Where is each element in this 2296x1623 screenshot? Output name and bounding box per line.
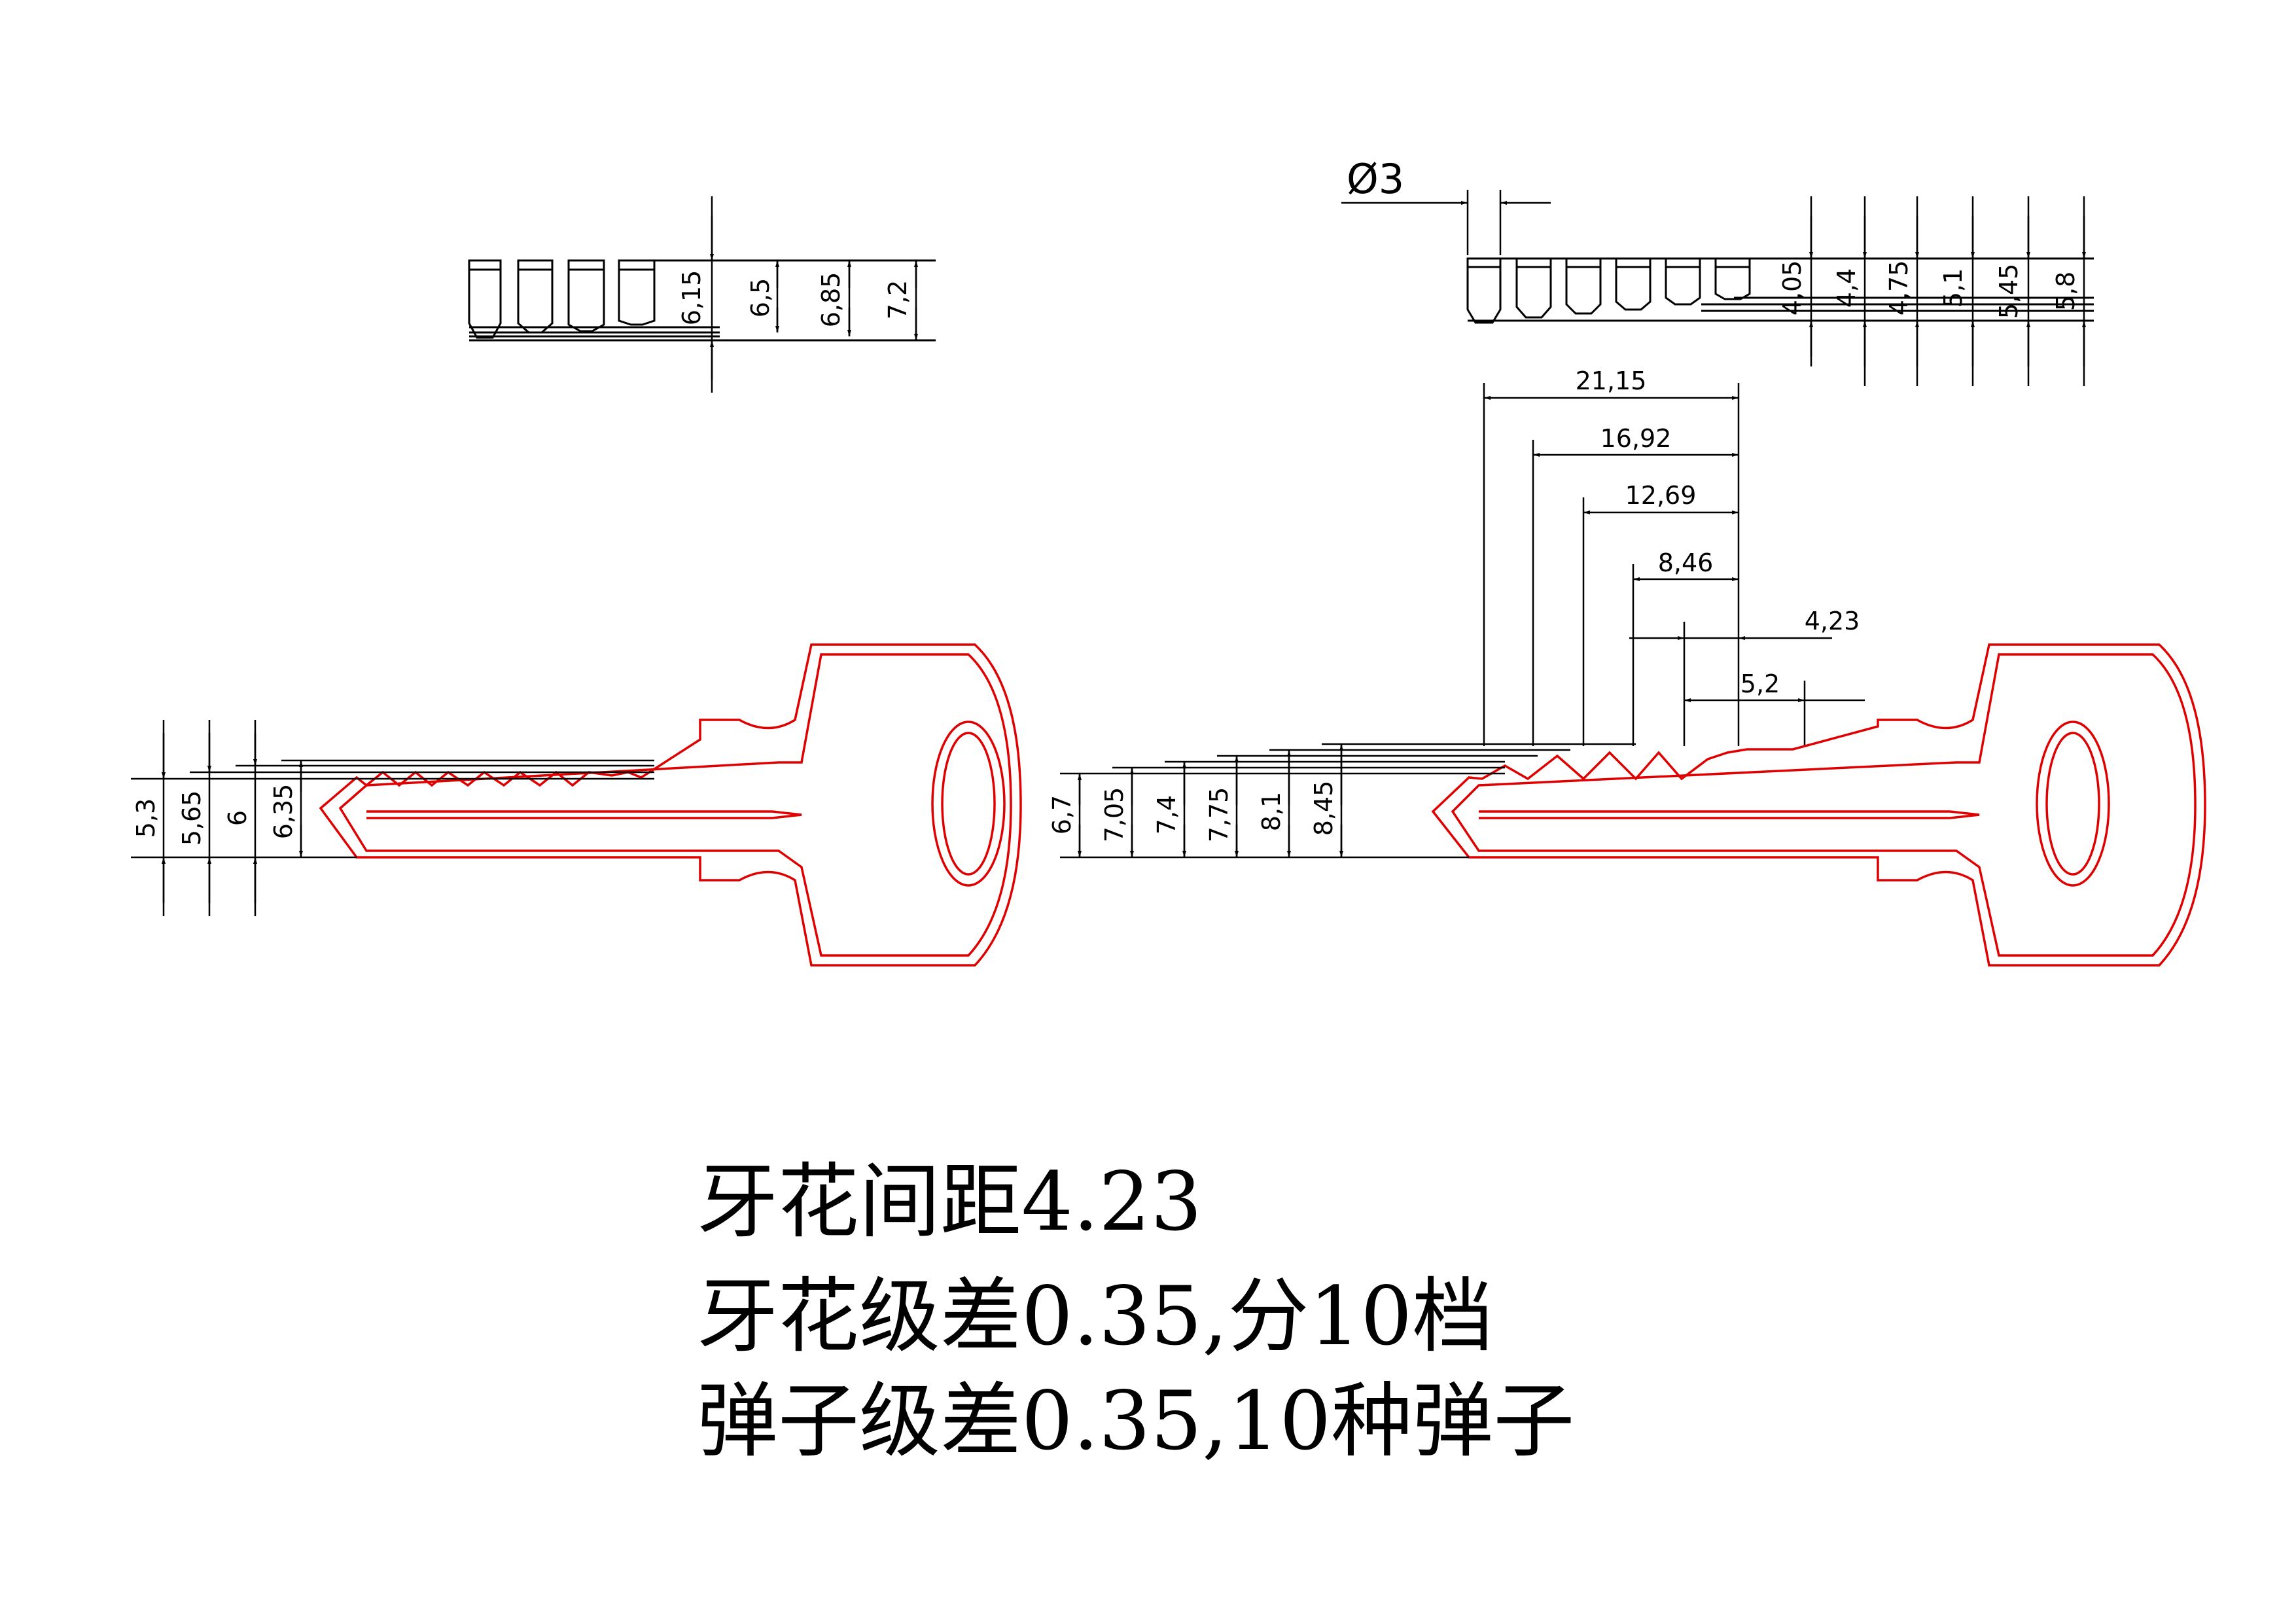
pin [1665, 257, 1701, 306]
spacing-label: 16,92 [1600, 424, 1672, 453]
pin [1615, 257, 1651, 311]
right-key-hole-inner [2045, 732, 2100, 876]
left-key-dimensions [131, 720, 654, 916]
spacing-label: 4,23 [1805, 607, 1860, 635]
right-key-label: 7,05 [1100, 787, 1129, 843]
left-key-label: 5,3 [132, 798, 160, 838]
spacing-label: 21,15 [1576, 366, 1647, 395]
right-key-label: 6,7 [1048, 795, 1076, 834]
shoulder-label: 5,2 [1740, 669, 1780, 698]
note-tooth-spacing: 牙花间距4.23 [697, 1155, 1203, 1249]
left-key-hole-inner [941, 732, 996, 876]
pin [618, 259, 656, 326]
pin [1515, 257, 1552, 319]
pin [468, 259, 502, 339]
pin [1714, 257, 1751, 300]
right-key-hole [2036, 721, 2110, 887]
left-pin-label: 7,2 [883, 280, 912, 319]
left-key-hole [931, 721, 1006, 887]
left-key-label: 6,35 [269, 784, 298, 840]
left-key-label: 5,65 [177, 791, 206, 846]
right-pin-label: 5,45 [1994, 264, 2023, 319]
right-pin-label: 4,4 [1832, 268, 1861, 308]
pin [1565, 257, 1602, 315]
right-key-label: 8,45 [1309, 781, 1338, 836]
note-tooth-depth-step: 牙花级差0.35,分10档 [697, 1270, 1494, 1364]
right-pin-label: 5,8 [2051, 272, 2080, 311]
left-key-label: 6 [223, 810, 252, 826]
spacing-dimensions [1483, 383, 1865, 746]
right-pin-label: 5,1 [1939, 268, 1968, 308]
pin [567, 259, 605, 332]
pin [1466, 257, 1502, 324]
spacing-label: 12,69 [1625, 481, 1697, 510]
right-key-inner [1451, 653, 2197, 957]
left-key [319, 643, 1022, 967]
right-key [1431, 643, 2206, 967]
left-key-inner [338, 653, 1012, 957]
spacing-label: 8,46 [1658, 548, 1714, 577]
right-key-label: 7,75 [1205, 787, 1233, 843]
right-key-outer [1431, 643, 2206, 967]
right-key-dimensions [1060, 743, 1636, 859]
right-pin-label: 4,05 [1778, 260, 1807, 316]
left-key-outer [319, 643, 1022, 967]
right-key-label: 8,1 [1257, 792, 1286, 831]
note-pin-step: 弹子级差0.35,10种弹子 [697, 1374, 1575, 1469]
right-pin-label: 4,75 [1884, 260, 1913, 316]
pin [517, 259, 554, 334]
left-pin-label: 6,85 [817, 272, 845, 328]
left-pin-label: 6,5 [746, 278, 775, 317]
pin-diameter-label: Ø3 [1347, 155, 1404, 203]
left-pin-dimensions [710, 196, 918, 393]
right-pin-dimensions [1341, 190, 2086, 386]
left-pin-label: 6,15 [677, 270, 706, 326]
left-pin-set [468, 259, 936, 342]
right-key-label: 7,4 [1152, 795, 1181, 834]
